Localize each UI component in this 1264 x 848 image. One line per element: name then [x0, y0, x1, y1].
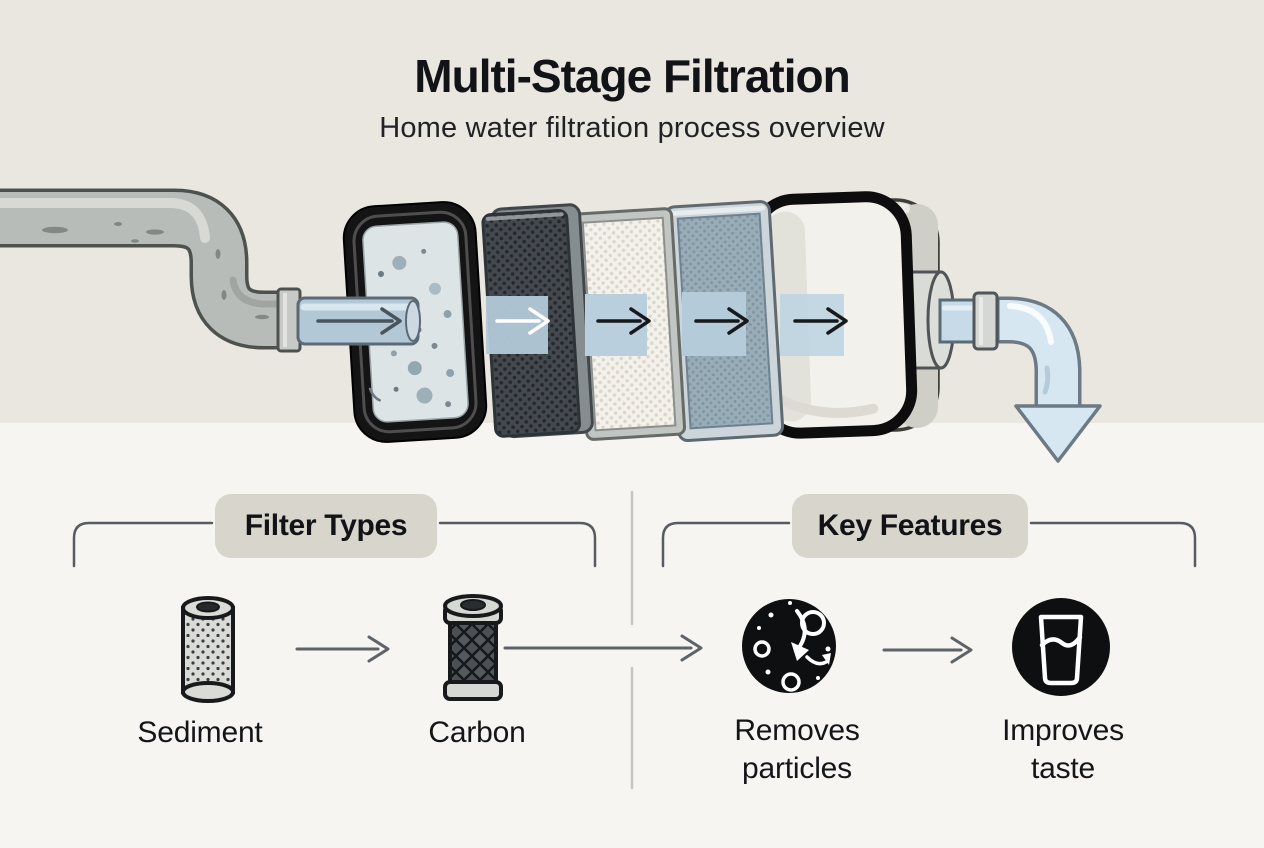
flow-arrow-stage-3: [596, 307, 651, 335]
water-glass-icon: [1012, 598, 1110, 696]
key-features-bracket: [661, 521, 1197, 568]
carbon-filter-icon: [443, 594, 503, 701]
filter-types-pill: Filter Types: [215, 494, 437, 558]
flow-arrow-inlet: [316, 307, 402, 335]
outflow-water-arrow: [938, 291, 1102, 463]
filter-types-bracket: [72, 521, 597, 568]
particles-removal-icon: [742, 599, 836, 693]
flow-arrow-stage-2: [495, 307, 550, 335]
key-features-pill: Key Features: [792, 494, 1028, 558]
arrow-removes-to-improves: [882, 636, 973, 664]
sediment-filter-icon: [181, 596, 235, 703]
filter-types-label: Filter Types: [244, 509, 408, 542]
header: Multi-Stage Filtration Home water filtra…: [0, 48, 1264, 145]
removes-particles-label: Removes particles: [734, 714, 860, 785]
carbon-label: Carbon: [428, 716, 526, 749]
page-subtitle: Home water filtration process overview: [379, 112, 885, 144]
flow-arrow-stage-4: [694, 307, 749, 335]
key-features-label: Key Features: [817, 509, 1003, 542]
pipe-smudges: [42, 222, 269, 320]
page-title: Multi-Stage Filtration: [414, 50, 850, 102]
arrow-sediment-to-carbon: [295, 635, 390, 663]
flow-arrow-stage-5: [793, 307, 848, 335]
sediment-label: Sediment: [137, 716, 263, 749]
inlet-pipe: [0, 188, 421, 353]
outlet-coupling: [972, 291, 999, 351]
flow-bands: [486, 292, 844, 356]
improves-taste-label: Improves taste: [1002, 714, 1124, 785]
arrow-carbon-to-removes: [503, 634, 703, 662]
